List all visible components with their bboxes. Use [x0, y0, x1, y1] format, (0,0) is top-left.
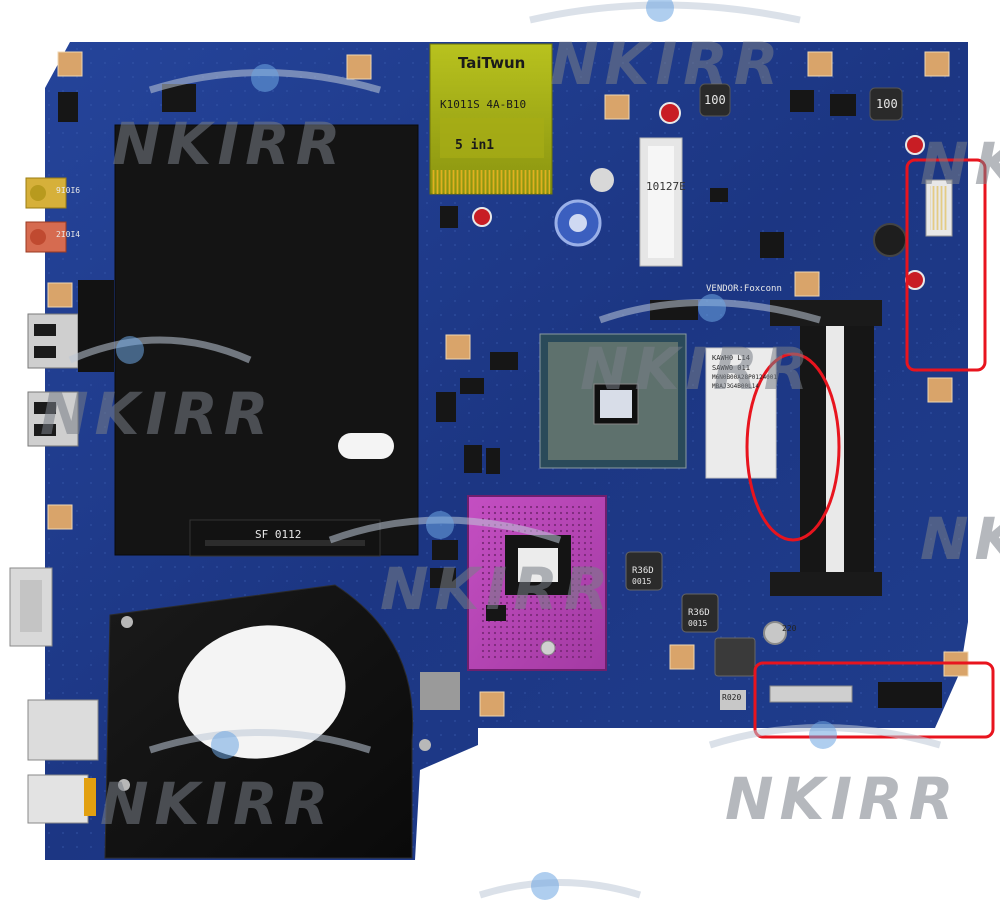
fan-cutout	[178, 625, 346, 759]
choke-1	[625, 551, 663, 591]
highlight-annotations	[745, 158, 995, 739]
inductor-square	[714, 637, 756, 677]
audio-jack-1-label: 9I0I6	[56, 186, 81, 195]
inductor-1	[699, 83, 731, 117]
sata-connector	[189, 519, 381, 557]
mini-pcie-label: 10127E	[646, 180, 686, 193]
cap-label: 220	[782, 624, 797, 633]
choke-2	[681, 593, 719, 633]
watermark-circles	[116, 0, 837, 900]
sticker-line: M6N0B00A28P0124001	[712, 374, 778, 381]
card-reader-brand: TaiTwun	[458, 54, 526, 72]
bottom-connector	[878, 682, 942, 708]
serial-sticker	[705, 347, 777, 479]
card-reader-label: 5 in1	[455, 138, 495, 153]
ram-slots	[770, 300, 882, 596]
sticker-line: SAWW0 011	[712, 364, 750, 372]
serial-sticker-text: KAWH0 L14 SAWW0 011 M6N0B00A28P0124001 M…	[712, 354, 778, 390]
highlight-box-bottom	[753, 661, 995, 739]
choke-1-sub-label: 0015	[632, 577, 652, 586]
capacitors	[472, 102, 925, 645]
inductor-2-label: 100	[876, 97, 898, 111]
choke-2-sub-label: 0015	[688, 619, 708, 628]
sticker-line: KAWH0 L14	[712, 354, 750, 362]
choke-1-label: R36D	[632, 566, 654, 576]
cutout-slot	[338, 433, 394, 459]
inductor-2	[869, 87, 903, 121]
inductor-1-label: 100	[704, 93, 726, 107]
small-ics	[58, 84, 856, 710]
audio-jack-2-label: 2I0I4	[56, 230, 81, 239]
choke-2-label: R36D	[688, 608, 710, 618]
hdd-connector-label: SF 0112	[255, 528, 302, 541]
mounting-pads	[47, 51, 969, 717]
vendor-label: VENDOR:Foxconn	[706, 284, 782, 294]
highlight-ellipse-ram	[745, 352, 841, 542]
card-reader-code: K1011S 4A-B10	[440, 98, 527, 111]
highlight-box-right	[905, 158, 987, 372]
sticker-line: MBAJ3G4B00L14	[712, 383, 759, 390]
resistor-label: R020	[722, 693, 742, 702]
